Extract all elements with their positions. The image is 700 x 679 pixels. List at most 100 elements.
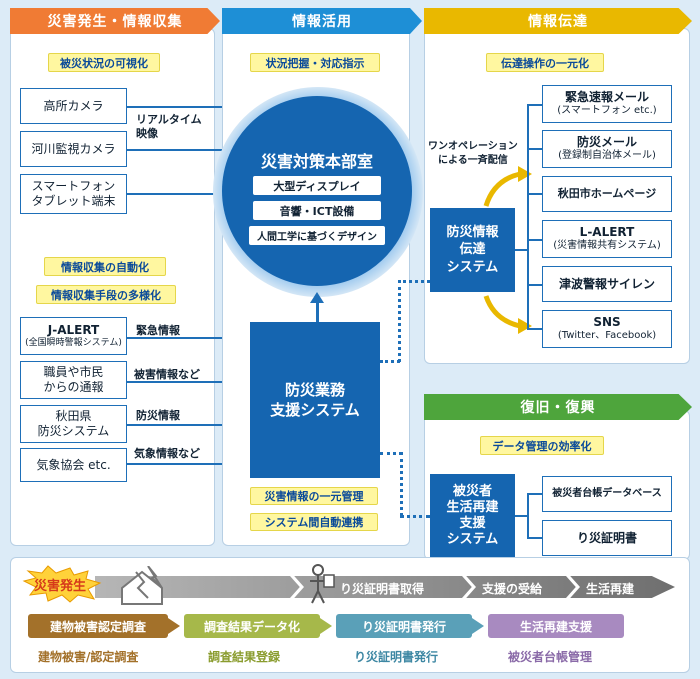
camera-river-text: 河川監視カメラ	[31, 141, 116, 156]
support-transmit-dots-h2	[398, 280, 430, 283]
source-reports: 職員や市民 からの通報	[20, 361, 127, 399]
source-prefecture-line	[127, 424, 250, 426]
channel-emergency-mail: 緊急速報メール (スマートフォン etc.)	[542, 85, 672, 123]
flow-mid-step-3: 生活再建支援	[488, 614, 624, 638]
recovery-stub-0	[527, 493, 542, 495]
use-header-text: 情報活用	[292, 14, 352, 30]
channel-siren-name: 津波警報サイレン	[558, 276, 655, 291]
collect-header-text: 災害発生・情報収集	[47, 14, 183, 30]
device-smartphone: スマートフォン タブレット端末	[20, 174, 127, 214]
hq-title: 災害対策本部室	[260, 152, 373, 171]
label-efficiency: データ管理の効率化	[480, 436, 604, 455]
support-recovery-dots-v	[400, 452, 403, 516]
label-autolink: システム間自動連携	[250, 513, 378, 531]
recovery-link	[515, 515, 527, 517]
transmit-to-bracket	[515, 249, 527, 251]
camera-high-text: 高所カメラ	[43, 98, 104, 113]
camera-river-line	[127, 149, 230, 151]
transmit-header: 情報伝達	[424, 8, 692, 34]
use-header: 情報活用	[222, 8, 422, 34]
channel-bracket	[527, 104, 529, 328]
support-system: 防災業務 支援システム	[250, 322, 380, 478]
source-prefecture: 秋田県 防災システム	[20, 405, 127, 443]
flow-mid-step-1-text: 調査結果データ化	[203, 619, 300, 634]
transmit-system: 防災情報 伝達 システム	[430, 208, 515, 292]
channel-disaster-mail-name: 防災メール	[576, 135, 637, 150]
hq-item-ict: 音響・ICT設備	[253, 201, 381, 220]
channel-siren: 津波警報サイレン	[542, 266, 672, 302]
channel-stub-2	[527, 193, 542, 195]
support-transmit-dots-h1	[380, 360, 400, 363]
flow-bottom-step-0: 建物被害/認定調査	[38, 650, 139, 664]
hq-item-ergonomic-text: 人間工学に基づくデザイン	[257, 232, 377, 243]
recovery-database-text: 被災者台帳データベース	[552, 487, 662, 499]
collect-header: 災害発生・情報収集	[10, 8, 220, 34]
channel-stub-5	[527, 328, 542, 330]
support-to-hq-arrowhead	[310, 292, 324, 303]
recovery-certificate-text: り災証明書	[576, 530, 637, 545]
flow-arrow-0	[168, 618, 180, 634]
recovery-certificate: り災証明書	[542, 520, 672, 556]
source-weather-text: 気象協会 etc.	[36, 457, 111, 472]
inspector-person-icon	[310, 564, 335, 604]
one-operation-label: ワンオペレーション による一斉配信	[428, 141, 518, 166]
channel-emergency-mail-sub: (スマートフォン etc.)	[557, 105, 657, 117]
flow-arrow-2	[472, 618, 484, 634]
hq-item-ict-text: 音響・ICT設備	[279, 204, 355, 218]
support-system-text: 防災業務 支援システム	[270, 380, 360, 419]
channel-sns-sub: (Twitter、Facebook)	[557, 330, 657, 342]
channel-emergency-mail-name: 緊急速報メール	[564, 90, 649, 105]
flow-grey-band	[95, 576, 675, 598]
flow-mid-step-0-text: 建物被害認定調査	[49, 619, 146, 634]
support-transmit-dots-v	[398, 280, 401, 362]
channel-disaster-mail: 防災メール (登録制自治体メール)	[542, 130, 672, 168]
hq-item-display: 大型ディスプレイ	[253, 176, 381, 195]
flow-mid-step-1: 調査結果データ化	[184, 614, 320, 638]
channel-homepage: 秋田市ホームページ	[542, 176, 672, 212]
camera-high-line	[127, 106, 310, 108]
recovery-header: 復旧・復興	[424, 394, 692, 420]
device-smartphone-text: スマートフォン タブレット端末	[31, 179, 116, 208]
curve-down-arrow	[483, 295, 521, 329]
channel-homepage-name: 秋田市ホームページ	[557, 187, 657, 201]
label-command: 状況把握・対応指示	[250, 53, 380, 72]
hq-item-display-text: 大型ディスプレイ	[273, 179, 361, 193]
device-line	[127, 193, 230, 195]
label-diversification: 情報収集手段の多様化	[36, 285, 176, 304]
flow-mid-step-0: 建物被害認定調査	[28, 614, 168, 638]
hq-item-ergonomic: 人間工学に基づくデザイン	[249, 226, 385, 245]
channel-stub-4	[527, 284, 542, 286]
channel-stub-1	[527, 148, 542, 150]
channel-stub-0	[527, 104, 542, 106]
recovery-header-text: 復旧・復興	[520, 400, 596, 416]
disaster-burst-icon	[22, 565, 102, 603]
channel-sns-name: SNS	[593, 315, 621, 330]
source-weather: 気象協会 etc.	[20, 448, 127, 482]
flow-arrow-1	[320, 618, 332, 634]
flow-bottom-step-2: り災証明書発行	[354, 650, 439, 664]
channel-lalert-name: L-ALERT	[579, 225, 635, 240]
channel-stub-3	[527, 239, 542, 241]
flow-mid-step-3-text: 生活再建支援	[519, 619, 592, 634]
support-recovery-dots-h1	[380, 452, 402, 455]
flow-top-step-1: 支援の受給	[482, 582, 543, 596]
flow-weather-label: 気象情報など	[134, 447, 200, 460]
recovery-database: 被災者台帳データベース	[542, 476, 672, 512]
flow-mid-step-2-text: り災証明書発行	[361, 619, 446, 634]
label-unified: 災害情報の一元管理	[250, 487, 378, 505]
recovery-system: 被災者 生活再建 支援 システム	[430, 474, 515, 558]
flow-disaster-label: 防災情報	[136, 409, 180, 422]
support-to-hq-line	[316, 302, 319, 322]
flow-emergency-label: 緊急情報	[136, 324, 180, 337]
transmit-system-text: 防災情報 伝達 システム	[446, 224, 499, 275]
support-recovery-dots-h2	[400, 515, 430, 518]
camera-river: 河川監視カメラ	[20, 131, 127, 167]
transmit-curved-arrows	[483, 166, 532, 334]
flow-bottom-step-3: 被災者台帳管理	[508, 650, 593, 664]
label-visualization: 被災状況の可視化	[48, 53, 160, 72]
source-jalert-line	[127, 337, 250, 339]
channel-lalert: L-ALERT (災害情報共有システム)	[542, 220, 672, 258]
recovery-system-text: 被災者 生活再建 支援 システム	[446, 483, 499, 548]
flow-top-step-0: り災証明書取得	[340, 582, 425, 596]
flow-start-label: 災害発生	[34, 579, 87, 594]
